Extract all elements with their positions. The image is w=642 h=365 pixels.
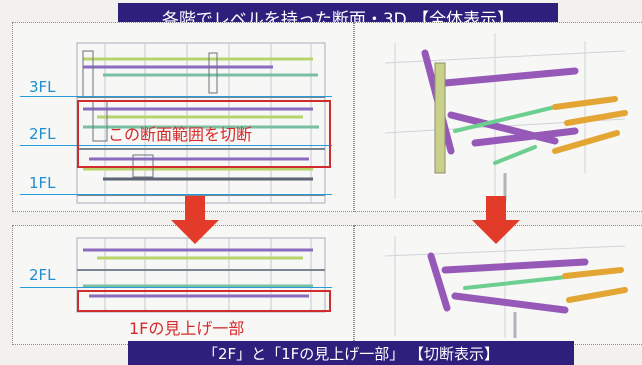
- level-line-1fl: [20, 194, 332, 195]
- 3d-model-full: [384, 33, 628, 201]
- level-label-3fl: 3FL: [29, 78, 56, 96]
- section-drawing-cut: [76, 237, 326, 313]
- level-line-3fl: [20, 96, 332, 97]
- 3d-view-cut: [354, 225, 642, 345]
- ceiling-view-label: 1Fの見上げ一部: [129, 319, 245, 338]
- 3d-view-full: [354, 22, 642, 212]
- level-line-2fl-cut: [20, 287, 332, 288]
- down-arrow-right: [472, 196, 520, 244]
- 3d-model-cut: [384, 234, 628, 338]
- level-label-2fl-cut: 2FL: [29, 266, 56, 284]
- down-arrow-left: [171, 196, 219, 244]
- caption-banner: 「2F」と「1Fの見上げ一部」 【切断表示】: [128, 341, 574, 365]
- level-label-1fl: 1FL: [29, 174, 56, 192]
- cut-range-label: この断面範囲を切断: [108, 125, 253, 144]
- section-view-full: [12, 22, 354, 212]
- cut-range-frame: [77, 100, 331, 168]
- level-label-2fl: 2FL: [29, 125, 56, 143]
- level-line-2fl: [20, 145, 332, 146]
- ceiling-view-frame: [77, 290, 331, 312]
